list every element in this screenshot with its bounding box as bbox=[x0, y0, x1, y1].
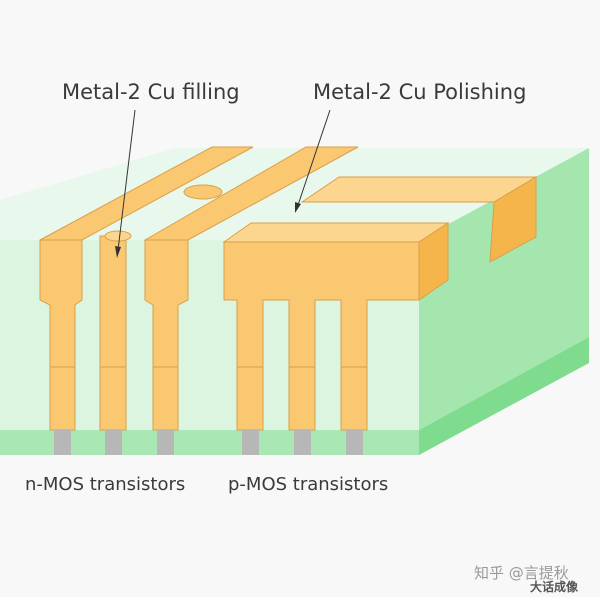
label-pmos: p-MOS transistors bbox=[228, 474, 389, 495]
nmos-via-1 bbox=[39, 239, 83, 431]
void-defect-2 bbox=[104, 230, 132, 242]
substrate-side-face bbox=[419, 337, 589, 455]
dielectric-side-face bbox=[419, 148, 589, 430]
pmos-block-front bbox=[223, 241, 420, 431]
contact bbox=[105, 430, 122, 455]
arrow-filling bbox=[117, 109, 136, 251]
dielectric-top-surface bbox=[0, 148, 589, 240]
arrowhead-icon bbox=[295, 202, 301, 213]
contact bbox=[157, 430, 174, 455]
label-cu-polishing: Metal-2 Cu Polishing bbox=[313, 80, 527, 104]
label-nmos: n-MOS transistors bbox=[25, 474, 186, 495]
contact bbox=[242, 430, 259, 455]
pmos-block-top bbox=[222, 222, 450, 243]
polished-line-side bbox=[489, 176, 537, 263]
contact bbox=[346, 430, 363, 455]
contact bbox=[54, 430, 71, 455]
label-cu-filling: Metal-2 Cu filling bbox=[62, 80, 240, 104]
watermark-logo: 大话成像 bbox=[530, 580, 579, 594]
contact bbox=[294, 430, 311, 455]
void-defect-1 bbox=[183, 184, 223, 200]
nmos-via-2 bbox=[99, 235, 127, 431]
arrowhead-icon bbox=[115, 246, 121, 258]
arrow-polishing bbox=[297, 109, 331, 206]
nmos-via-3 bbox=[144, 239, 189, 431]
watermark: 知乎 @言提秋 bbox=[474, 564, 569, 582]
